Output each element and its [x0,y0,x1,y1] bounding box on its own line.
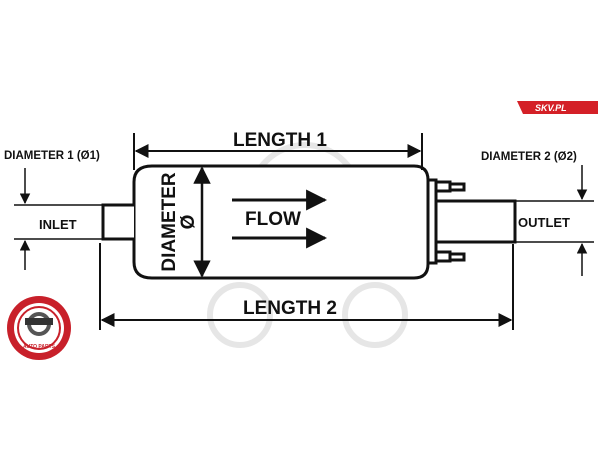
flow-label: FLOW [245,209,301,230]
length1-label: LENGTH 1 [233,130,327,151]
length2-dimension [99,243,514,330]
length2-label: LENGTH 2 [243,298,337,319]
length1-dimension [133,133,423,170]
diameter1-label: DIAMETER 1 (Ø1) [4,150,100,162]
diameter2-label: DIAMETER 2 (Ø2) [481,151,577,163]
diameter1-dimension [14,168,103,270]
brand-seal-icon: AUTO PARTS [7,296,71,360]
brand-badge-text: SKV.PL [535,103,567,113]
diameter-label: DIAMETER [159,172,180,272]
outlet-label: OUTLET [518,215,570,230]
inlet-label: INLET [39,217,77,232]
flow-arrows [232,189,328,249]
diameter-symbol: Ø [178,215,199,230]
seal-text: AUTO PARTS [23,344,56,350]
diameter2-dimension [515,165,594,276]
brand-badge: SKV.PL [517,101,598,114]
